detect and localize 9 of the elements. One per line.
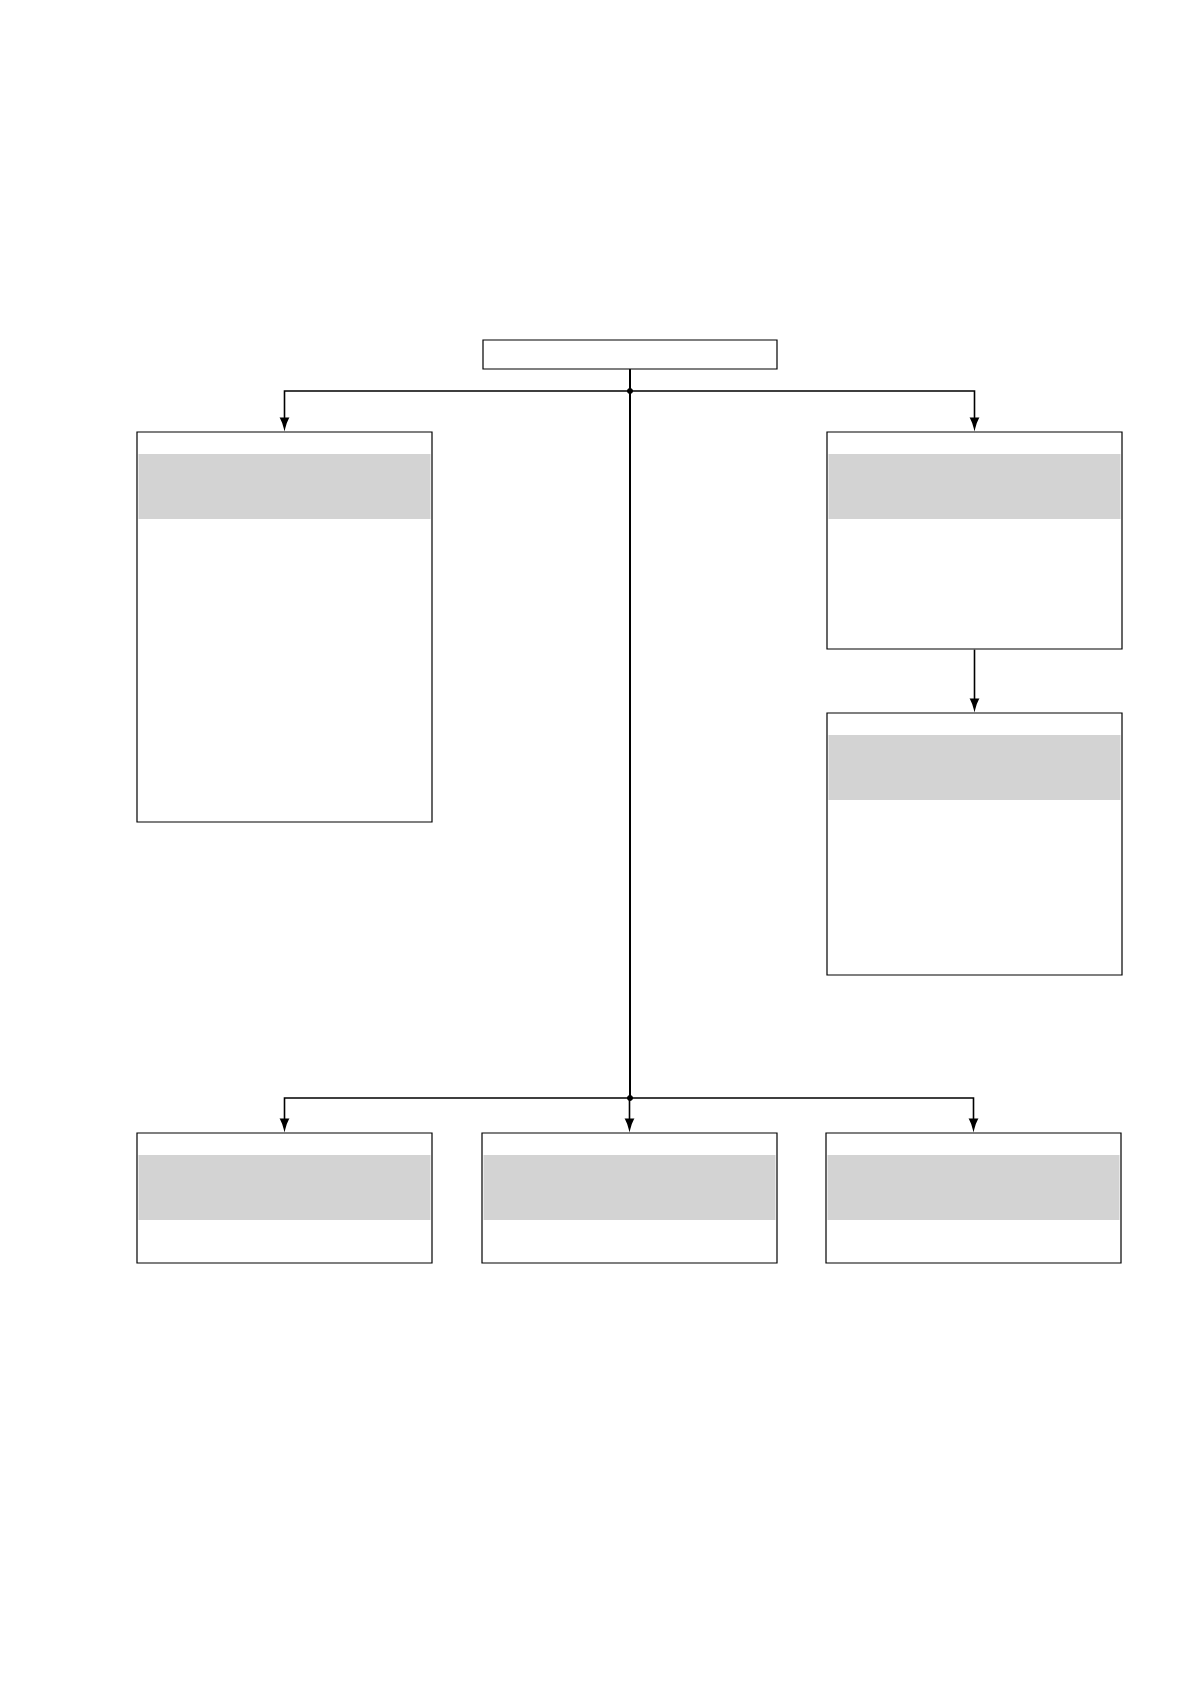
arrow — [629, 368, 978, 1130]
process-box — [136, 1132, 433, 1264]
process-box — [481, 1132, 778, 1264]
process-box — [136, 431, 433, 823]
process-box — [825, 1132, 1122, 1264]
arrow — [970, 648, 979, 710]
process-box — [482, 339, 778, 370]
process-box — [826, 431, 1123, 650]
process-box — [826, 712, 1123, 976]
